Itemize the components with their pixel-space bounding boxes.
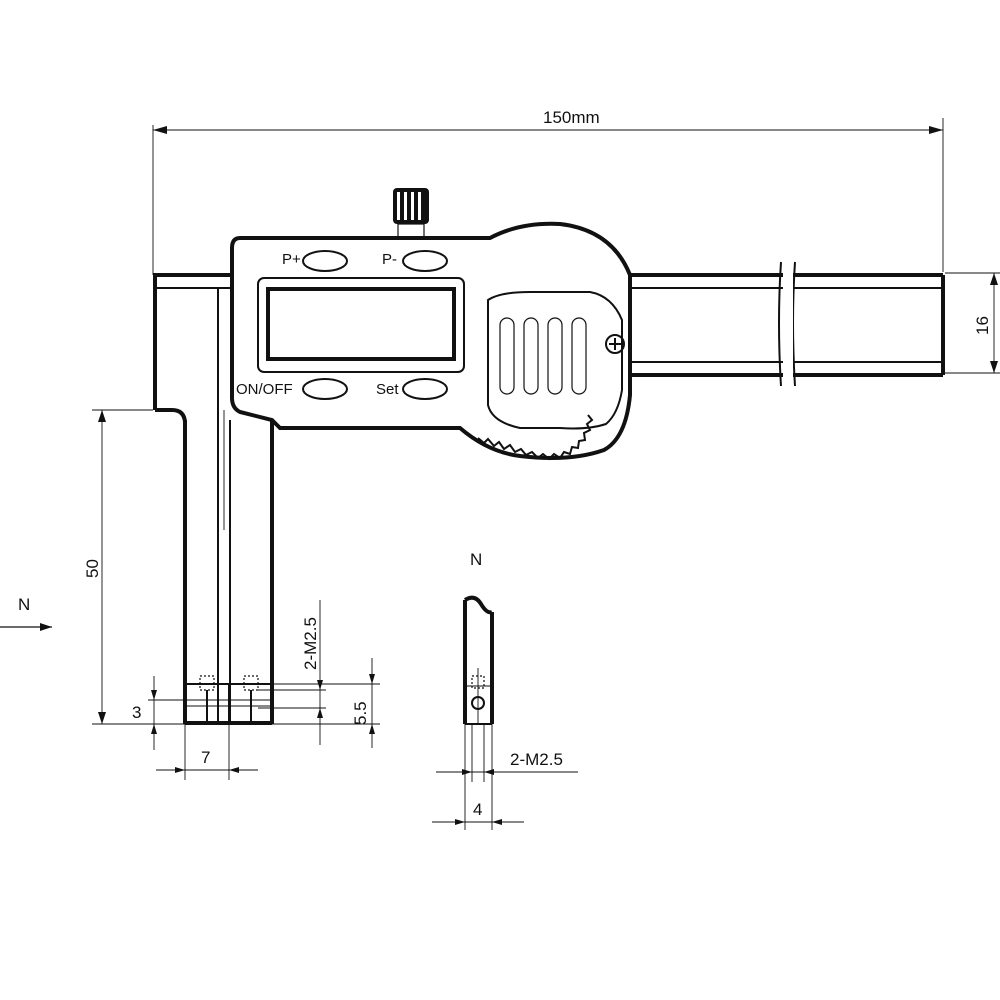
jaw-depth-dimension: 50 xyxy=(83,409,185,725)
overall-length-dimension: 150mm xyxy=(152,108,944,275)
fixed-jaw xyxy=(155,395,274,725)
jaw-depth-label: 50 xyxy=(83,559,102,578)
tip-height-label: 5.5 xyxy=(351,701,370,725)
section-width-label: 4 xyxy=(473,800,482,819)
beam-height-label: 16 xyxy=(973,316,992,335)
tip-width-label: 7 xyxy=(201,748,210,767)
tip-height-dimension: 5.5 xyxy=(272,658,380,748)
tip-offset-label: 3 xyxy=(132,703,141,722)
thread-callout-vertical-label: 2-M2.5 xyxy=(301,617,320,670)
thread-callout-vertical: 2-M2.5 xyxy=(258,600,326,745)
section-marker-left-label: N xyxy=(18,595,30,614)
on-off-label: ON/OFF xyxy=(236,381,293,398)
set-label: Set xyxy=(376,381,399,398)
thread-callout-horizontal: 2-M2.5 xyxy=(436,724,578,782)
lcd-display xyxy=(257,277,465,373)
thread-callout-horizontal-label: 2-M2.5 xyxy=(510,750,563,769)
section-width-dimension: 4 xyxy=(432,724,524,830)
overall-length-label: 150mm xyxy=(543,108,600,127)
thumb-knob xyxy=(393,188,429,239)
on-off-button[interactable]: ON/OFF xyxy=(236,378,348,400)
caliper-beam xyxy=(153,261,945,410)
section-view: N xyxy=(463,550,494,725)
caliper-head xyxy=(230,221,632,461)
set-button[interactable]: Set xyxy=(376,378,448,400)
p-plus-label: P+ xyxy=(282,251,301,268)
tip-offset-dimension: 3 xyxy=(132,676,186,750)
p-minus-label: P- xyxy=(382,251,397,268)
p-minus-button[interactable]: P- xyxy=(382,250,448,272)
p-plus-button[interactable]: P+ xyxy=(282,250,348,272)
beam-height-dimension: 16 xyxy=(945,272,1000,374)
tip-width-dimension: 7 xyxy=(156,724,258,780)
section-marker-view-label: N xyxy=(470,550,482,569)
section-marker-left: N xyxy=(0,595,52,631)
